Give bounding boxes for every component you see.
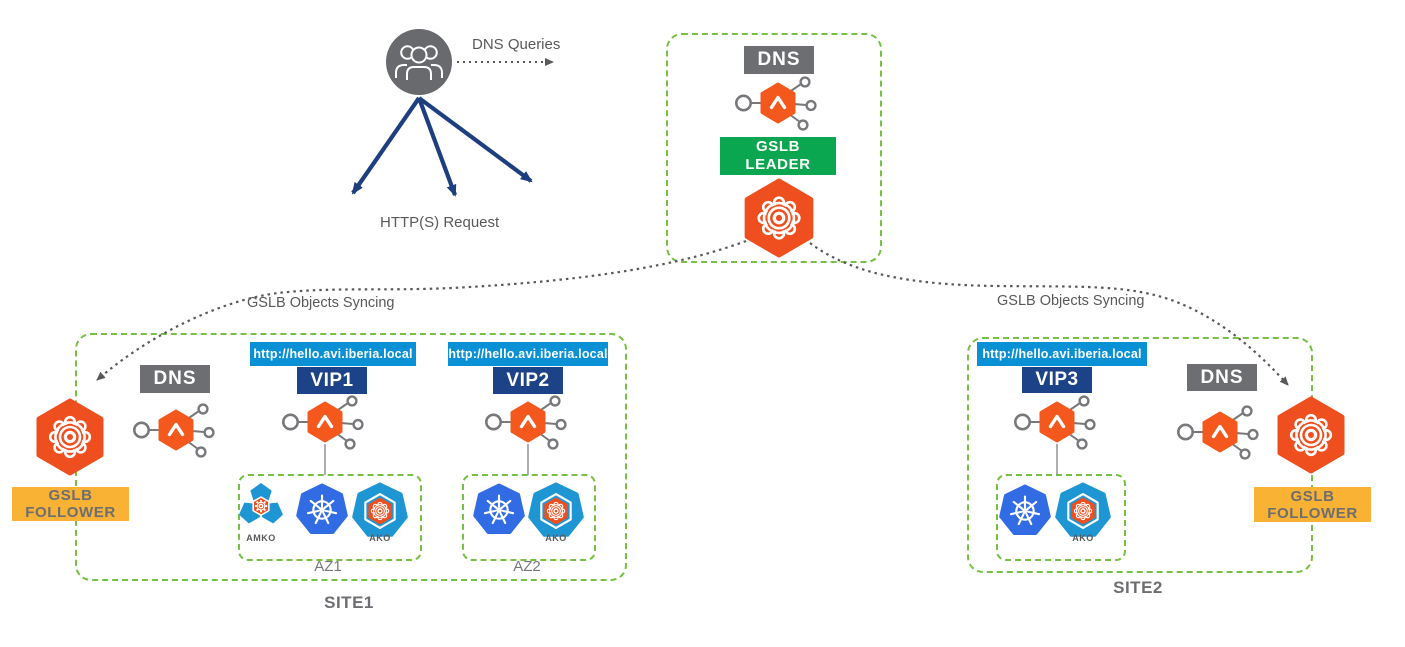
site2-dns-label: DNS <box>1187 364 1257 391</box>
site1-vip1-label: VIP1 <box>297 367 367 394</box>
gslb-leader-line2: LEADER <box>745 156 811 173</box>
gslb-leader-badge: GSLB LEADER <box>720 137 836 175</box>
ako-icon <box>528 482 584 540</box>
az1-label: AZ1 <box>314 558 342 575</box>
ako-label: AKO <box>545 533 567 543</box>
az2-label: AZ2 <box>513 558 541 575</box>
vip2-text: VIP2 <box>506 369 550 391</box>
site1-label: SITE1 <box>324 593 374 612</box>
site1-az2-box <box>462 474 596 561</box>
http-request-label: HTTP(S) Request <box>380 214 500 231</box>
site1-vip1-url: http://hello.avi.iberia.local <box>250 342 416 366</box>
http-request-arrows <box>351 96 533 197</box>
site1-az1-box <box>238 474 422 561</box>
follower-right-line1: GSLB <box>1290 487 1335 505</box>
leader-dns-label: DNS <box>744 46 814 74</box>
leader-dns-text: DNS <box>757 49 801 70</box>
site2-dns-text: DNS <box>1200 366 1244 388</box>
ako-icon <box>352 482 408 540</box>
avi-service-engine-icon <box>734 75 818 132</box>
avi-controller-icon <box>743 178 815 258</box>
gslb-follower-badge-right: GSLB FOLLOWER <box>1254 487 1371 522</box>
kubernetes-icon <box>296 483 348 534</box>
vip2-url-text: http://hello.avi.iberia.local <box>448 347 608 361</box>
vip3-url-text: http://hello.avi.iberia.local <box>982 347 1142 361</box>
gslb-leader-line1: GSLB <box>755 138 801 155</box>
site2-label: SITE2 <box>1113 578 1163 597</box>
vip1-url-text: http://hello.avi.iberia.local <box>253 347 413 361</box>
ako-label: AKO <box>1072 533 1094 543</box>
gslb-leader-box <box>666 33 882 263</box>
site2-az-box <box>996 474 1126 561</box>
users-icon <box>386 29 452 95</box>
avi-service-engine-icon <box>1176 404 1260 461</box>
ako-label: AKO <box>369 533 391 543</box>
vip1-text: VIP1 <box>310 369 354 391</box>
follower-right-line2: FOLLOWER <box>1267 504 1358 522</box>
avi-service-engine-icon <box>281 394 365 451</box>
gslb-follower-badge-left: GSLB FOLLOWER <box>12 487 129 521</box>
dns-queries-label: DNS Queries <box>472 36 561 53</box>
site1-vip2-url: http://hello.avi.iberia.local <box>448 342 608 366</box>
site2-vip3-url: http://hello.avi.iberia.local <box>977 342 1147 366</box>
avi-controller-icon-follower-left <box>35 398 105 476</box>
avi-service-engine-icon <box>484 394 568 451</box>
site2-vip3-label: VIP3 <box>1022 367 1092 393</box>
kubernetes-icon <box>999 484 1051 535</box>
avi-service-engine-icon <box>1013 394 1097 451</box>
site1-dns-text: DNS <box>153 368 197 389</box>
vip3-text: VIP3 <box>1035 369 1079 390</box>
sync-label-right: GSLB Objects Syncing <box>997 293 1145 309</box>
sync-label-left: GSLB Objects Syncing <box>247 295 395 311</box>
kubernetes-icon <box>473 483 525 534</box>
site1-dns-label: DNS <box>140 365 210 393</box>
avi-controller-icon-follower-right <box>1276 396 1346 474</box>
follower-left-line1: GSLB <box>48 487 93 504</box>
avi-service-engine-icon <box>132 402 216 459</box>
follower-left-line2: FOLLOWER <box>25 504 116 521</box>
amko-label: AMKO <box>246 533 276 543</box>
site1-vip2-label: VIP2 <box>493 367 563 394</box>
amko-icon <box>239 483 283 533</box>
ako-icon <box>1055 482 1111 540</box>
